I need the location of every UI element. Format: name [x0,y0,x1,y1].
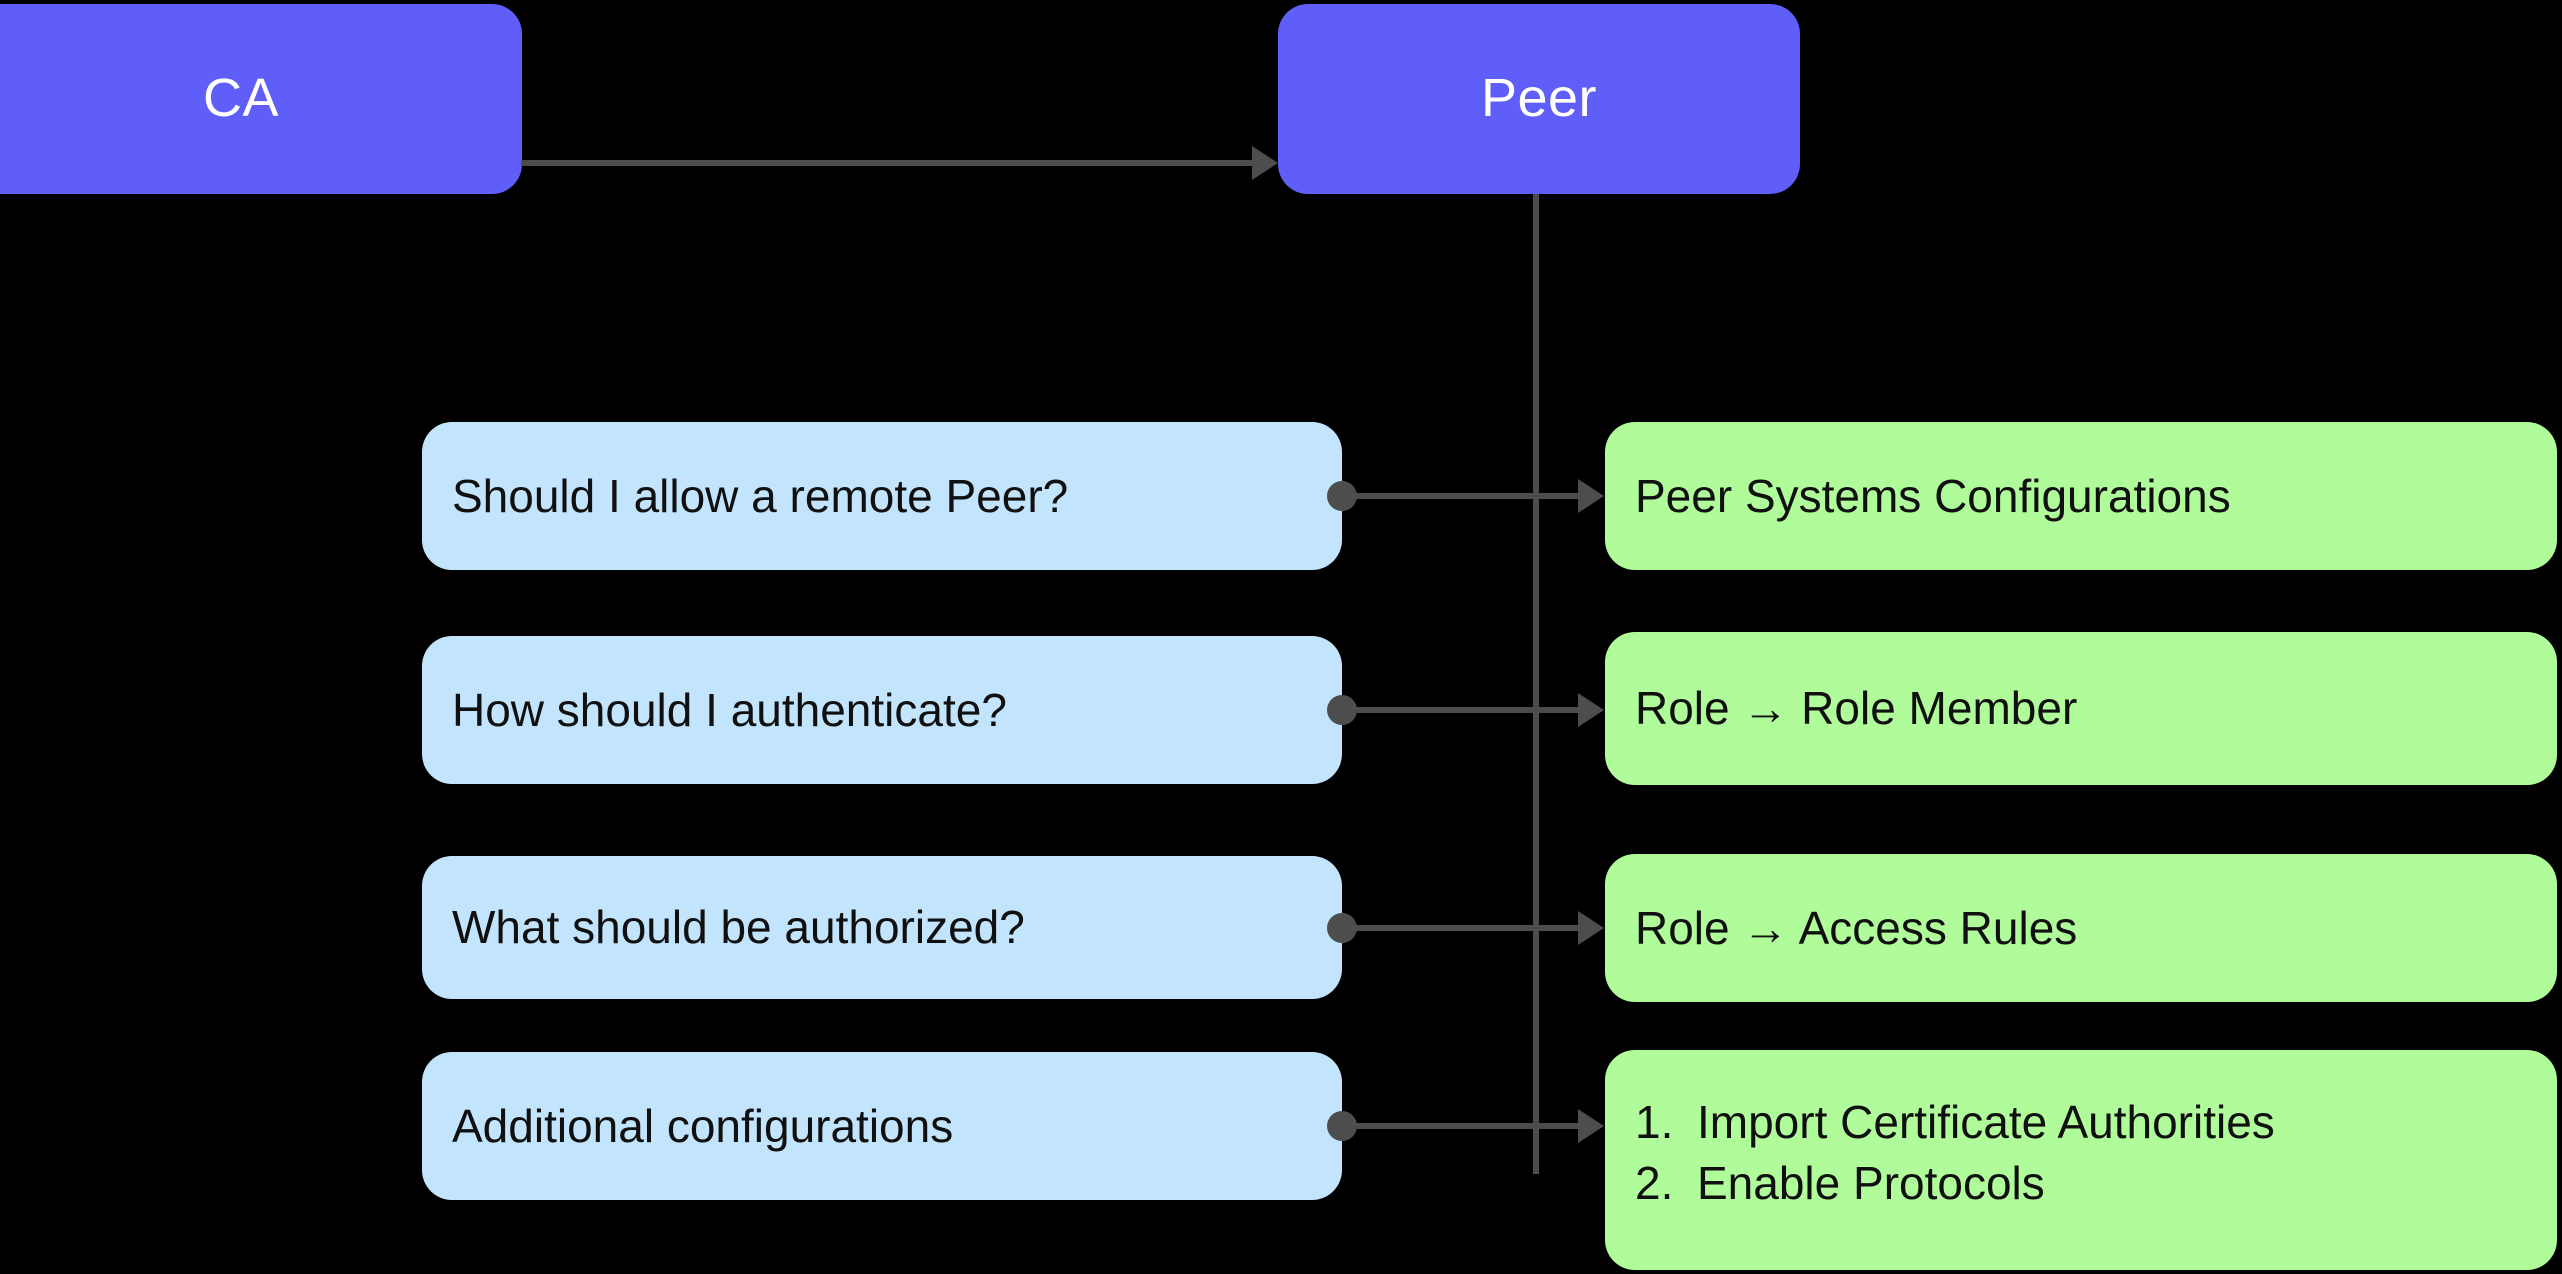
arrowhead-row-3 [1578,911,1604,945]
edge-row-2 [1342,707,1582,713]
node-question-1[interactable]: Should I allow a remote Peer? [422,422,1342,570]
node-answer-1-label: Peer Systems Configurations [1635,469,2231,522]
node-answer-2-label: Role → Role Member [1635,682,2078,735]
node-peer[interactable]: Peer [1278,4,1800,194]
node-question-2[interactable]: How should I authenticate? [422,636,1342,784]
node-peer-label: Peer [1480,68,1598,129]
edge-row-3 [1342,925,1582,931]
node-answer-3[interactable]: Role → Access Rules [1605,854,2557,1002]
arrowhead-row-4 [1578,1109,1604,1143]
node-question-3-label: What should be authorized? [452,901,1025,954]
edge-peer-trunk [1533,194,1539,1174]
node-answer-2[interactable]: Role → Role Member [1605,632,2557,785]
edge-ca-to-peer [521,160,1252,166]
edge-row-4 [1342,1123,1582,1129]
node-question-3[interactable]: What should be authorized? [422,856,1342,999]
node-question-2-label: How should I authenticate? [452,683,1007,736]
answer-4-ordered-list: 1. Import Certificate Authorities 2. Ena… [1635,1092,2275,1213]
node-answer-3-label: Role → Access Rules [1635,901,2078,954]
list-item: 2. Enable Protocols [1635,1153,2275,1214]
arrowhead-row-1 [1578,479,1604,513]
list-item-text: Import Certificate Authorities [1697,1096,2275,1148]
arrowhead-ca-to-peer [1252,146,1278,180]
list-item: 1. Import Certificate Authorities [1635,1092,2275,1153]
node-ca-label: CA [202,68,279,129]
node-question-4[interactable]: Additional configurations [422,1052,1342,1200]
node-question-1-label: Should I allow a remote Peer? [452,469,1069,522]
node-answer-1[interactable]: Peer Systems Configurations [1605,422,2557,570]
edge-row-1 [1342,493,1582,499]
arrowhead-row-2 [1578,693,1604,727]
list-item-number: 1. [1635,1096,1674,1148]
node-ca[interactable]: CA [0,4,522,194]
node-question-4-label: Additional configurations [452,1099,954,1152]
node-answer-4[interactable]: 1. Import Certificate Authorities 2. Ena… [1605,1050,2557,1270]
list-item-text: Enable Protocols [1697,1156,2045,1209]
list-item-number: 2. [1635,1156,1674,1209]
